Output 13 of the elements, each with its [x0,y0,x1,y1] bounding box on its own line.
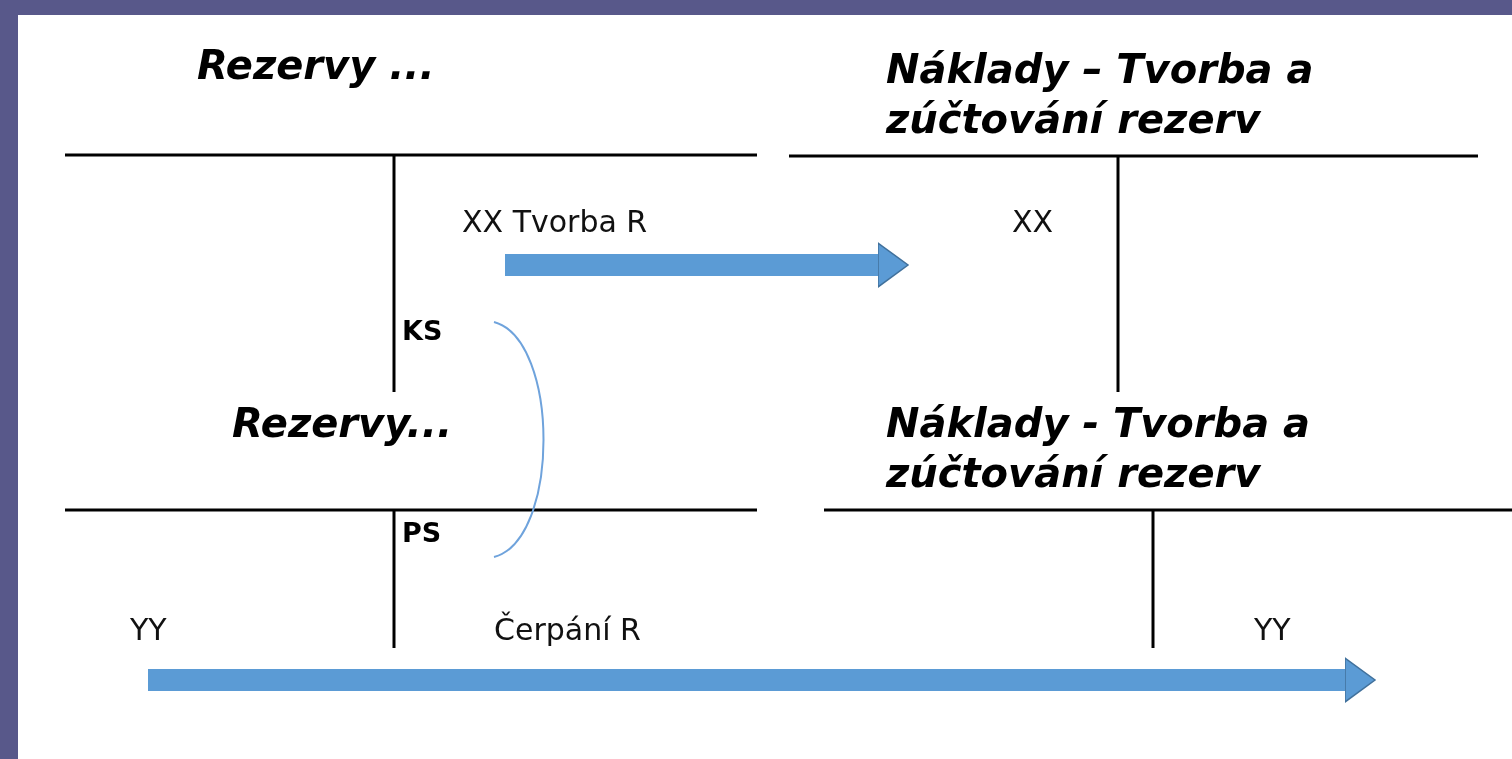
entry-text: YY [1254,612,1291,648]
entry-text: XX Tvorba R [462,204,648,240]
arrow [148,657,1376,703]
account-title: Rezervy... [232,399,453,448]
entry-text: XX [1012,204,1054,240]
account-title: Rezervy ... [197,41,435,90]
entry-text: YY [130,612,167,648]
account-title: Náklady - Tvorba a zúčtování rezerv [886,399,1312,498]
balance-label: KS [402,314,443,348]
entry-text: Čerpání R [494,611,641,649]
balance-label: PS [402,516,442,550]
arrow [505,242,909,288]
account-title: Náklady – Tvorba a zúčtování rezerv [886,45,1315,144]
